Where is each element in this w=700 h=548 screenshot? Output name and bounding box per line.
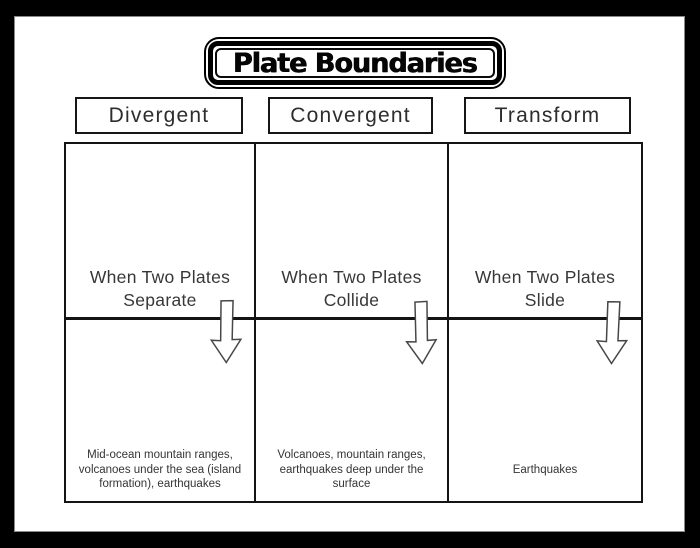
down-arrow-icon: [595, 301, 629, 365]
header-convergent: Convergent: [268, 97, 433, 134]
title-box-middle-border: Plate Boundaries: [208, 41, 502, 85]
boundaries-table: When Two Plates Separate When Two Plates…: [64, 142, 643, 503]
header-divergent: Divergent: [75, 97, 243, 134]
worksheet-page: Plate Boundaries Divergent Convergent Tr…: [14, 16, 685, 532]
convergent-cause-line2: Collide: [323, 290, 380, 310]
divergent-cause-line2: Separate: [123, 290, 197, 310]
transform-effect-box: Earthquakes: [513, 447, 578, 493]
cell-divergent-effect: Mid-ocean mountain ranges, volcanoes und…: [66, 320, 256, 501]
transform-cause-line2: Slide: [524, 290, 566, 310]
cell-divergent-cause: When Two Plates Separate: [66, 144, 256, 320]
transform-cause-line1: When Two Plates: [474, 267, 616, 287]
divergent-effect-box: Mid-ocean mountain ranges, volcanoes und…: [71, 447, 249, 493]
title-box: Plate Boundaries: [204, 37, 506, 89]
transform-cause-text: When Two Plates Slide: [475, 266, 615, 312]
divergent-effect-text: Mid-ocean mountain ranges, volcanoes und…: [78, 449, 242, 491]
page-title: Plate Boundaries: [233, 47, 478, 79]
header-transform: Transform: [464, 97, 631, 134]
convergent-cause-line1: When Two Plates: [281, 267, 422, 287]
divergent-cause-text: When Two Plates Separate: [90, 266, 230, 312]
transform-effect-text: Earthquakes: [512, 463, 578, 476]
cell-transform-cause: When Two Plates Slide: [449, 144, 641, 320]
convergent-cause-text: When Two Plates Collide: [281, 266, 421, 312]
convergent-effect-box: Volcanoes, mountain ranges, earthquakes …: [273, 447, 431, 493]
down-arrow-icon: [209, 299, 243, 364]
cell-convergent-cause: When Two Plates Collide: [256, 144, 449, 320]
header-divergent-label: Divergent: [108, 103, 210, 127]
divergent-cause-line1: When Two Plates: [89, 267, 231, 287]
title-box-inner-border: Plate Boundaries: [215, 48, 495, 78]
convergent-effect-text: Volcanoes, mountain ranges, earthquakes …: [277, 449, 426, 491]
header-transform-label: Transform: [494, 103, 601, 127]
header-convergent-label: Convergent: [290, 103, 411, 127]
down-arrow-icon: [405, 300, 438, 365]
